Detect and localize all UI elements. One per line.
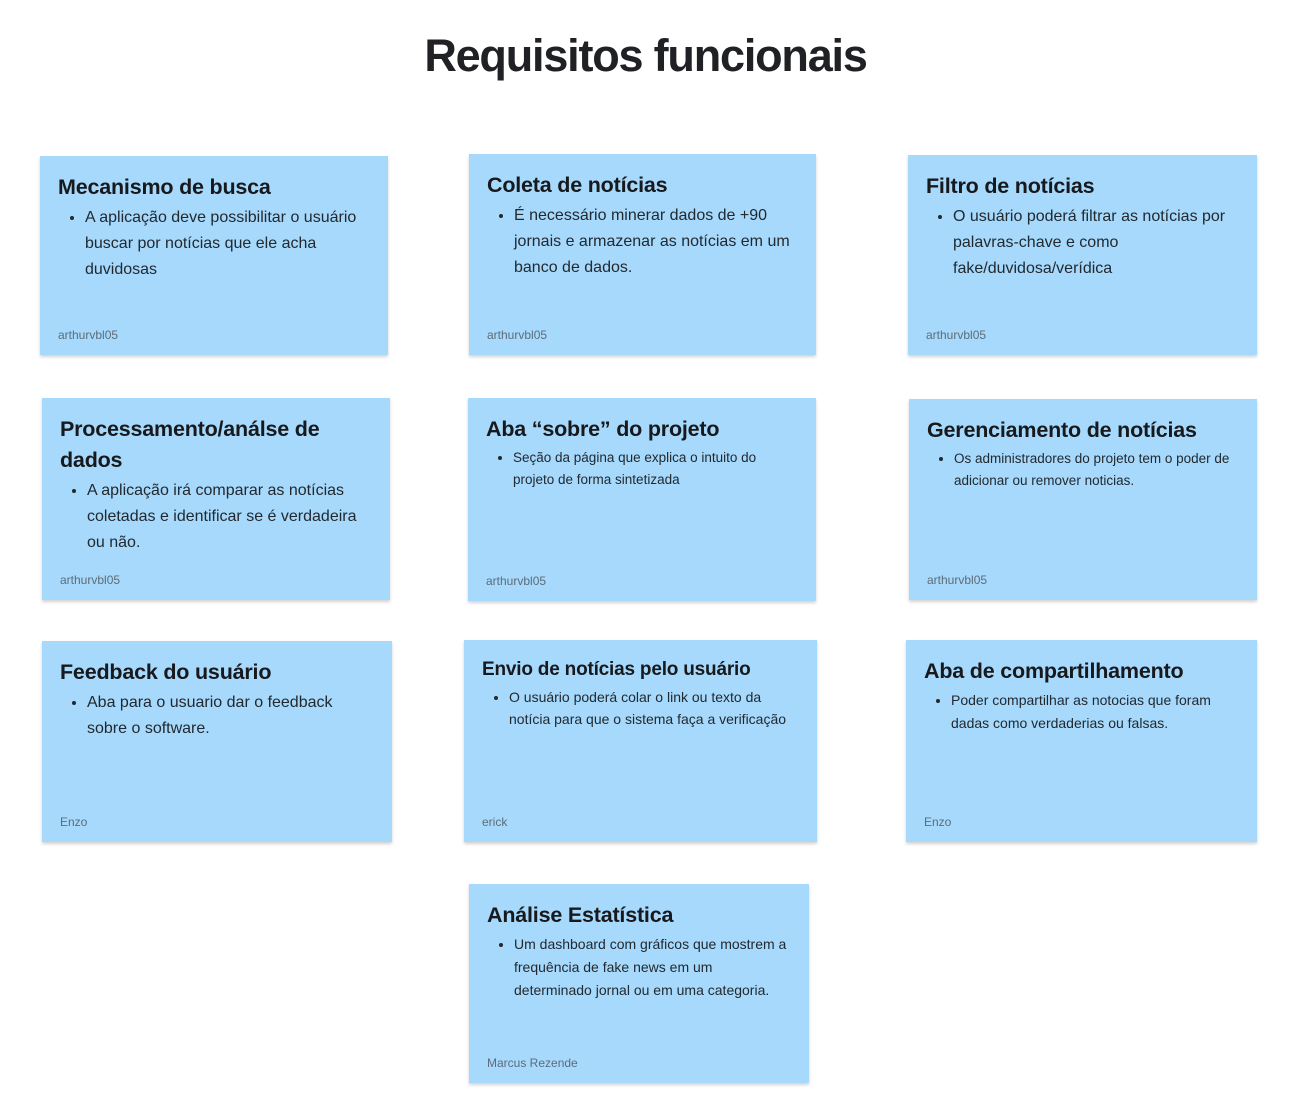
note-bullet-list: O usuário poderá filtrar as notícias por… xyxy=(926,204,1239,282)
note-title: Coleta de notícias xyxy=(487,173,668,197)
note-author: erick xyxy=(482,815,508,829)
note-author: arthurvbl05 xyxy=(60,573,121,587)
note-title: Processamento/análse de dados xyxy=(60,417,320,473)
note-bullet-list: Seção da página que explica o intuito do… xyxy=(486,447,798,491)
note-title: Filtro de notícias xyxy=(926,174,1095,198)
note-title: Aba de compartilhamento xyxy=(924,659,1184,683)
note-author: Enzo xyxy=(60,815,88,829)
note-bullet-list: O usuário poderá colar o link ou texto d… xyxy=(482,686,799,731)
note-bullet: O usuário poderá colar o link ou texto d… xyxy=(509,686,799,731)
note-bullet: Poder compartilhar as notocias que foram… xyxy=(951,689,1239,734)
note-author: Enzo xyxy=(924,815,952,829)
note-author: arthurvbl05 xyxy=(486,574,547,588)
note-title: Gerenciamento de notícias xyxy=(927,418,1197,442)
note-bullet: Um dashboard com gráficos que mostrem a … xyxy=(514,933,791,1001)
sticky-note[interactable]: Coleta de notícias É necessário minerar … xyxy=(469,154,816,355)
note-bullet-list: A aplicação irá comparar as notícias col… xyxy=(60,478,372,556)
sticky-note[interactable]: Gerenciamento de notícias Os administrad… xyxy=(909,399,1257,600)
sticky-note[interactable]: Mecanismo de busca A aplicação deve poss… xyxy=(40,156,388,355)
note-author: Marcus Rezende xyxy=(487,1056,578,1070)
note-bullet: O usuário poderá filtrar as notícias por… xyxy=(953,204,1239,282)
note-author: arthurvbl05 xyxy=(927,573,988,587)
note-bullet: Seção da página que explica o intuito do… xyxy=(513,447,798,491)
page-title: Requisitos funcionais xyxy=(424,30,868,81)
note-title: Feedback do usuário xyxy=(60,660,272,684)
note-bullet: A aplicação irá comparar as notícias col… xyxy=(87,478,372,556)
note-title: Aba “sobre” do projeto xyxy=(486,417,720,441)
note-author: arthurvbl05 xyxy=(487,328,548,342)
sticky-note[interactable]: Aba “sobre” do projeto Seção da página q… xyxy=(468,398,816,601)
note-bullet-list: Os administradores do projeto tem o pode… xyxy=(927,448,1239,492)
note-bullet-list: Um dashboard com gráficos que mostrem a … xyxy=(487,933,791,1001)
note-bullet-list: Aba para o usuario dar o feedback sobre … xyxy=(60,690,374,742)
sticky-note[interactable]: Envio de notícias pelo usuário O usuário… xyxy=(464,640,817,842)
sticky-note[interactable]: Filtro de notícias O usuário poderá filt… xyxy=(908,155,1257,355)
note-bullet: Aba para o usuario dar o feedback sobre … xyxy=(87,690,374,742)
note-title: Análise Estatística xyxy=(487,903,674,927)
note-bullet-list: A aplicação deve possibilitar o usuário … xyxy=(58,205,370,283)
note-bullet-list: É necessário minerar dados de +90 jornai… xyxy=(487,203,798,281)
note-author: arthurvbl05 xyxy=(58,328,119,342)
sticky-note[interactable]: Feedback do usuário Aba para o usuario d… xyxy=(42,641,392,842)
note-bullet-list: Poder compartilhar as notocias que foram… xyxy=(924,689,1239,734)
note-title: Mecanismo de busca xyxy=(58,175,271,199)
sticky-note[interactable]: Processamento/análse de dados A aplicaçã… xyxy=(42,398,390,600)
sticky-note[interactable]: Aba de compartilhamento Poder compartilh… xyxy=(906,640,1257,842)
sticky-note[interactable]: Análise Estatística Um dashboard com grá… xyxy=(469,884,809,1083)
note-bullet: A aplicação deve possibilitar o usuário … xyxy=(85,205,370,283)
note-bullet: Os administradores do projeto tem o pode… xyxy=(954,448,1239,492)
note-author: arthurvbl05 xyxy=(926,328,987,342)
note-title: Envio de notícias pelo usuário xyxy=(482,659,751,680)
note-bullet: É necessário minerar dados de +90 jornai… xyxy=(514,203,798,281)
